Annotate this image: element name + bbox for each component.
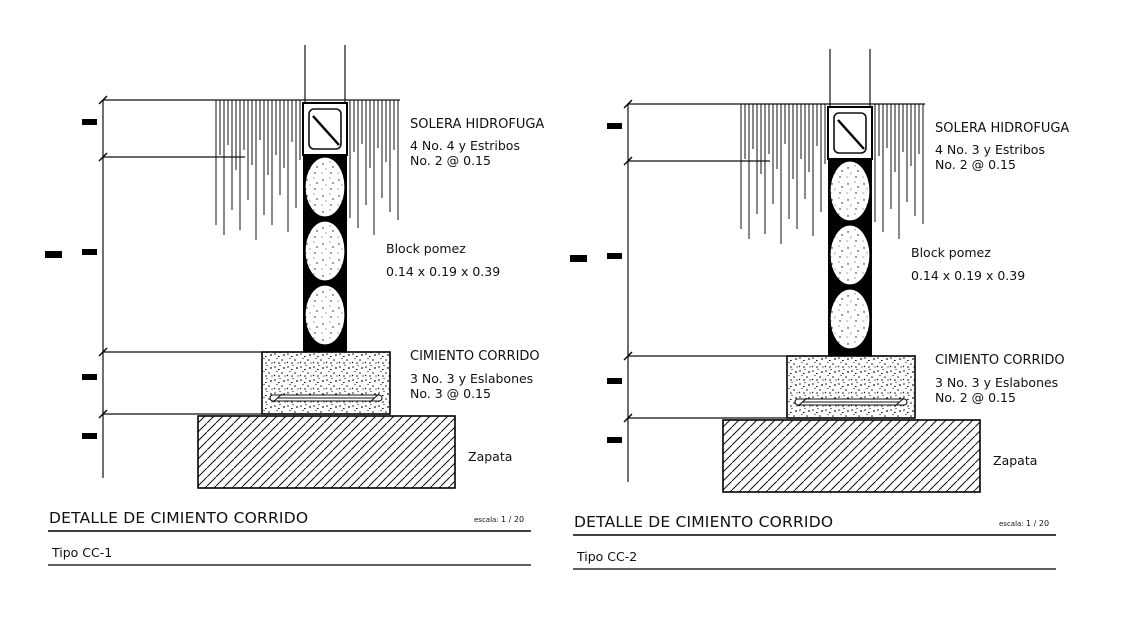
block-size-note: 0.14 x 0.19 x 0.39 [911,268,1025,283]
type-label: Tipo CC-1 [51,545,112,560]
panel-cc1: SOLERA HIDROFUGA 4 No. 4 y Estribos No. … [43,43,544,567]
solera-stirrup-note: No. 2 @ 0.15 [410,153,491,168]
solera-stirrup-note: No. 2 @ 0.15 [935,157,1016,172]
cimiento-rebar-note: 3 No. 3 y Eslabones [935,375,1058,390]
cimiento-label: CIMIENTO CORRIDO [935,353,1065,368]
panel-cc2: SOLERA HIDROFUGA 4 No. 3 y Estribos No. … [568,47,1069,571]
block-size-note: 0.14 x 0.19 x 0.39 [386,264,500,279]
type-label: Tipo CC-2 [576,549,637,564]
block-label: Block pomez [911,245,991,260]
cimiento-tie-note: No. 3 @ 0.15 [410,386,491,401]
solera-rebar-note: 4 No. 4 y Estribos [410,138,520,153]
zapata-label: Zapata [993,453,1037,468]
cimiento-label: CIMIENTO CORRIDO [410,349,540,364]
scale-value: 1 / 20 [1026,519,1049,528]
solera-rebar-note: 4 No. 3 y Estribos [935,142,1045,157]
scale-label: escala: [999,520,1024,528]
scale-value: 1 / 20 [501,515,524,524]
detail-title: DETALLE DE CIMIENTO CORRIDO [49,509,308,527]
cimiento-rebar-note: 3 No. 3 y Eslabones [410,371,533,386]
cimiento-tie-note: No. 2 @ 0.15 [935,390,1016,405]
solera-label: SOLERA HIDROFUGA [935,121,1069,136]
block-label: Block pomez [386,241,466,256]
detail-title: DETALLE DE CIMIENTO CORRIDO [574,513,833,531]
scale-label: escala: [474,516,499,524]
solera-label: SOLERA HIDROFUGA [410,117,544,132]
zapata-label: Zapata [468,449,512,464]
